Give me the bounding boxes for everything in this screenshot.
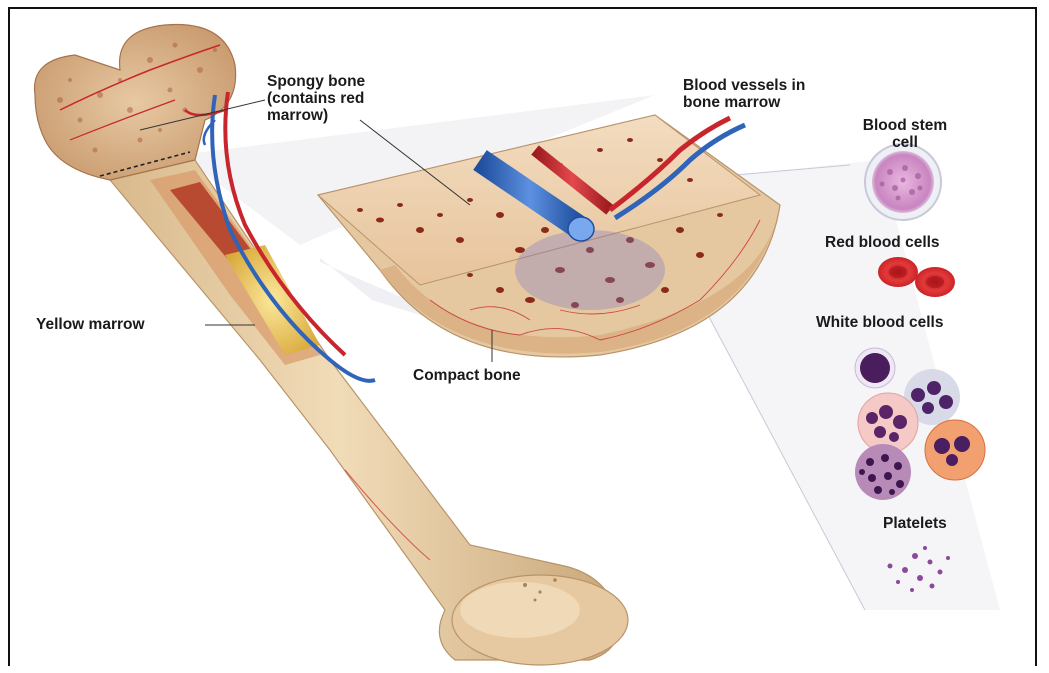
- label-platelets: Platelets: [883, 515, 947, 532]
- label-blood-vessels: Blood vessels in bone marrow: [683, 77, 805, 111]
- label-red-blood-cells: Red blood cells: [825, 234, 940, 251]
- label-white-blood-cells: White blood cells: [816, 314, 943, 331]
- label-compact-bone: Compact bone: [413, 367, 521, 384]
- label-blood-stem-cell: Blood stem cell: [850, 117, 960, 151]
- label-yellow-marrow: Yellow marrow: [36, 316, 145, 333]
- label-spongy-bone: Spongy bone (contains red marrow): [267, 73, 365, 124]
- blood-stem-cell-icon: [865, 144, 941, 220]
